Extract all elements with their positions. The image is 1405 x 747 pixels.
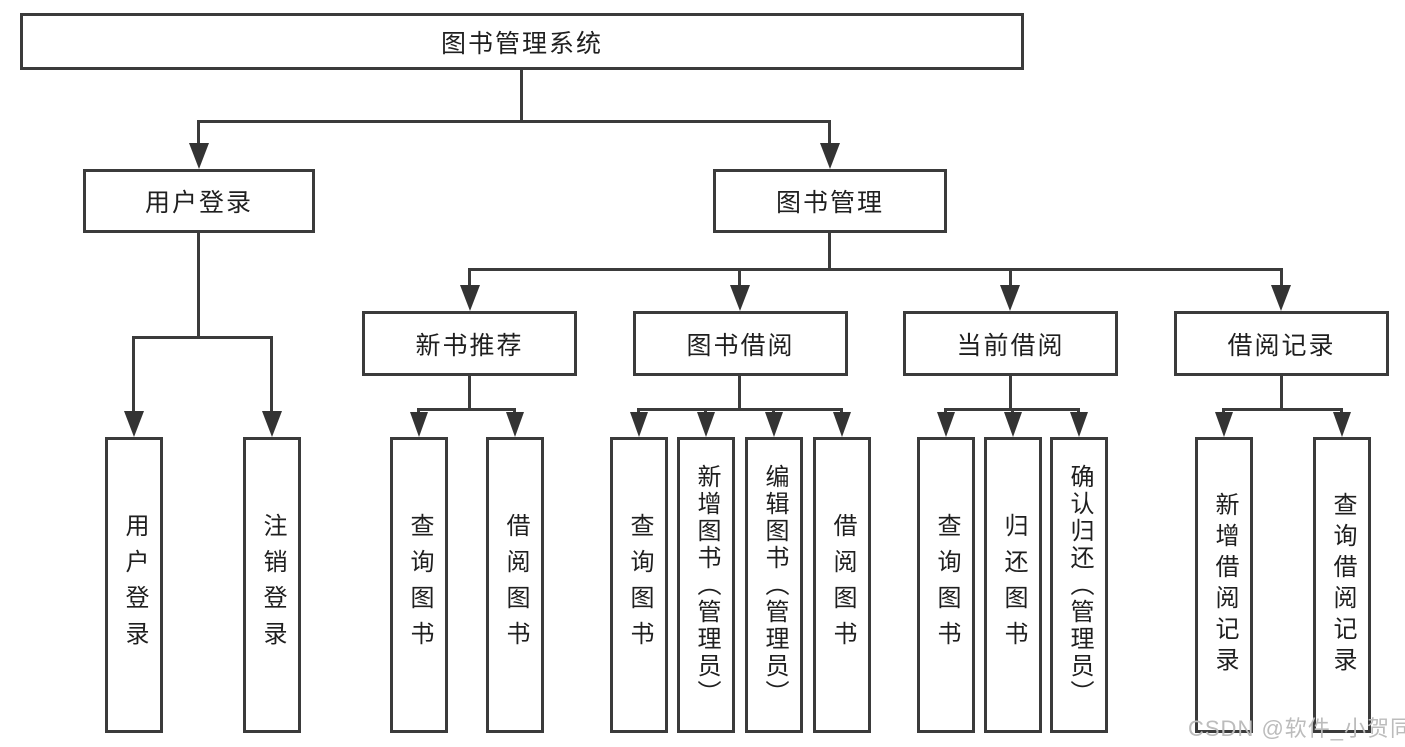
connector-arrowhead <box>1333 412 1351 437</box>
connector-arrowhead <box>697 412 715 437</box>
connector-arrowhead <box>1215 412 1233 437</box>
connector-arrowhead <box>506 412 524 437</box>
leaf-logout: 注销登录 <box>243 437 301 733</box>
connector-line <box>417 408 516 411</box>
leaf-return-books: 归还图书 <box>984 437 1042 733</box>
connector-arrowhead <box>460 285 480 311</box>
connector-line <box>132 336 273 339</box>
leaf-user-login: 用户登录 <box>105 437 163 733</box>
leaf-query-books-current: 查询图书 <box>917 437 975 733</box>
connector-line <box>270 336 273 413</box>
connector-arrowhead <box>820 143 840 169</box>
connector-arrowhead <box>1070 412 1088 437</box>
connector-line <box>1009 268 1012 288</box>
connector-line <box>197 120 831 123</box>
connector-line <box>468 268 471 288</box>
node-book-borrowing: 图书借阅 <box>633 311 848 376</box>
connector-line <box>738 376 741 408</box>
leaf-query-books-recommend: 查询图书 <box>390 437 448 733</box>
connector-line <box>637 408 843 411</box>
connector-line <box>1009 376 1012 408</box>
leaf-add-borrow-record: 新增借阅记录 <box>1195 437 1253 733</box>
connector-line <box>468 376 471 408</box>
leaf-borrow-books-recommend: 借阅图书 <box>486 437 544 733</box>
watermark: CSDN @软件_小贺同学 <box>1188 716 1405 741</box>
leaf-borrow-books-borrowing: 借阅图书 <box>813 437 871 733</box>
leaf-query-borrow-record: 查询借阅记录 <box>1313 437 1371 733</box>
connector-arrowhead <box>1000 285 1020 311</box>
connector-line <box>197 233 200 336</box>
node-library-system: 图书管理系统 <box>20 13 1024 70</box>
connector-arrowhead <box>262 411 282 437</box>
connector-arrowhead <box>630 412 648 437</box>
connector-line <box>828 233 831 270</box>
connector-arrowhead <box>730 285 750 311</box>
connector-line <box>828 120 831 146</box>
leaf-query-books-borrowing: 查询图书 <box>610 437 668 733</box>
connector-arrowhead <box>124 411 144 437</box>
connector-arrowhead <box>765 412 783 437</box>
node-user-login: 用户登录 <box>83 169 315 233</box>
leaf-confirm-return-admin: 确认归还（管理员） <box>1050 437 1108 733</box>
node-borrowing-records: 借阅记录 <box>1174 311 1389 376</box>
connector-arrowhead <box>1271 285 1291 311</box>
connector-arrowhead <box>410 412 428 437</box>
connector-line <box>132 336 135 413</box>
node-current-borrowing: 当前借阅 <box>903 311 1118 376</box>
connector-arrowhead <box>833 412 851 437</box>
connector-line <box>1280 268 1283 288</box>
connector-line <box>468 268 1283 271</box>
leaf-add-book-admin: 新增图书（管理员） <box>677 437 735 733</box>
connector-line <box>1222 408 1343 411</box>
connector-arrowhead <box>937 412 955 437</box>
connector-line <box>738 268 741 288</box>
node-book-management: 图书管理 <box>713 169 947 233</box>
connector-arrowhead <box>1004 412 1022 437</box>
connector-arrowhead <box>189 143 209 169</box>
connector-line <box>1280 376 1283 408</box>
connector-line <box>197 120 200 146</box>
connector-line <box>520 70 523 120</box>
leaf-edit-book-admin: 编辑图书（管理员） <box>745 437 803 733</box>
node-new-book-recommendation: 新书推荐 <box>362 311 577 376</box>
